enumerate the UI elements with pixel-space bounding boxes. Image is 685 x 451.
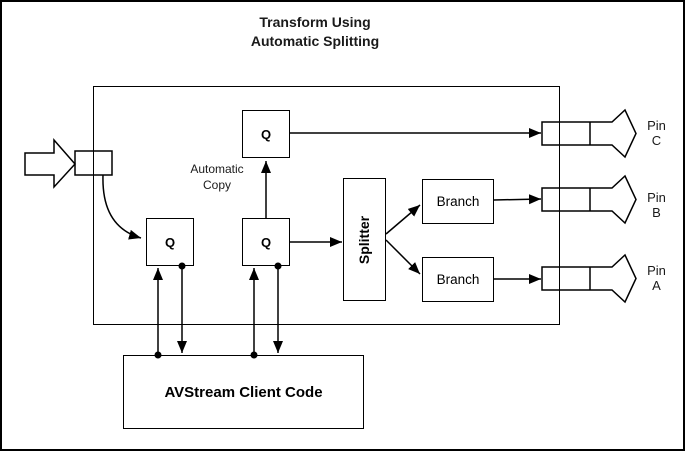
input-queue-box: Q <box>146 218 194 266</box>
diagram-title: Transform Using Automatic Splitting <box>215 13 415 51</box>
splitter-box: Splitter <box>343 178 386 301</box>
automatic-copy-line2: Copy <box>202 178 231 192</box>
pin-c-word: Pin <box>647 118 666 133</box>
branch-2-box: Branch <box>422 257 494 302</box>
automatic-copy-line1: Automatic <box>190 162 244 176</box>
pin-c-letter: C <box>651 133 662 148</box>
diagram-title-line1: Transform Using <box>259 14 371 30</box>
input-block-arrow <box>24 138 77 189</box>
pin-a-word: Pin <box>647 263 666 278</box>
split-queue-box: Q <box>242 218 290 266</box>
pin-b-letter: B <box>652 205 661 220</box>
branch-1-label: Branch <box>436 194 480 209</box>
pin-b-word: Pin <box>647 190 666 205</box>
pin-c-label: Pin C <box>638 118 675 148</box>
splitter-label: Splitter <box>356 215 373 264</box>
copy-queue-label: Q <box>260 126 272 142</box>
split-queue-label: Q <box>260 234 272 250</box>
copy-queue-box: Q <box>242 110 290 158</box>
branch-1-box: Branch <box>422 179 494 224</box>
branch-2-label: Branch <box>436 272 480 287</box>
pin-b-label: Pin B <box>638 190 675 220</box>
automatic-copy-label: Automatic Copy <box>177 161 257 193</box>
client-code-label: AVStream Client Code <box>164 383 323 401</box>
client-code-box: AVStream Client Code <box>123 355 364 429</box>
pin-a-letter: A <box>652 278 661 293</box>
input-queue-label: Q <box>164 234 176 250</box>
diagram-title-line2: Automatic Splitting <box>250 33 380 49</box>
pin-a-label: Pin A <box>638 263 675 293</box>
